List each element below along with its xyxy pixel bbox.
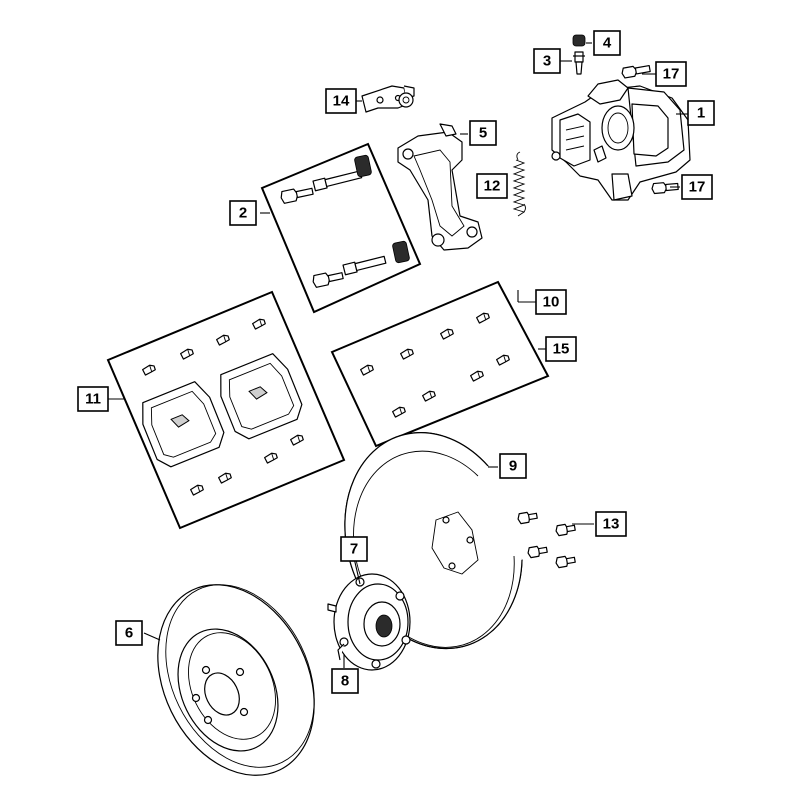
callout-4: 4	[593, 30, 621, 56]
callout-label: 17	[663, 66, 680, 83]
callout-6: 6	[115, 620, 143, 646]
callout-label: 7	[350, 541, 358, 558]
callout-1: 1	[687, 100, 715, 126]
callout-label: 13	[603, 516, 620, 533]
callout-label: 10	[543, 294, 560, 311]
anti-rattle-spring	[512, 151, 526, 217]
callout-12: 12	[476, 173, 508, 199]
brake-hose-bracket	[361, 85, 415, 113]
caliper-bolt-upper	[621, 64, 651, 79]
callout-label: 1	[697, 105, 705, 122]
callout-label: 14	[333, 93, 350, 110]
callout-3: 3	[533, 48, 561, 74]
callout-label: 9	[509, 458, 517, 475]
callout-label: 2	[239, 205, 247, 222]
callout-14: 14	[325, 88, 357, 114]
caliper-adapter-bracket	[397, 123, 483, 251]
callout-label: 17	[689, 179, 706, 196]
callout-5: 5	[469, 120, 497, 146]
callout-7: 7	[340, 536, 368, 562]
callout-label: 6	[125, 625, 133, 642]
brake-pad-kit-frame	[106, 290, 346, 530]
guide-pin-kit-frame	[260, 142, 422, 314]
caliper-bolt-lower	[651, 182, 679, 195]
callout-11: 11	[77, 386, 109, 412]
callout-label: 3	[543, 53, 551, 70]
callout-17-lower: 17	[681, 174, 713, 200]
callout-8: 8	[331, 668, 359, 694]
clip-kit-frame	[330, 280, 550, 448]
bleeder-cap	[572, 34, 586, 47]
wheel-hub-bearing	[327, 573, 411, 671]
callout-label: 8	[341, 673, 349, 690]
callout-15: 15	[545, 336, 577, 362]
callout-label: 5	[479, 125, 487, 142]
callout-label: 15	[553, 341, 570, 358]
callout-13: 13	[595, 511, 627, 537]
callout-10: 10	[535, 289, 567, 315]
bleeder-screw	[573, 51, 585, 75]
callout-9: 9	[499, 453, 527, 479]
callout-2: 2	[229, 200, 257, 226]
callout-label: 12	[484, 178, 501, 195]
brake-caliper	[551, 79, 691, 201]
splash-shield-bolts	[516, 510, 577, 569]
callout-label: 4	[603, 35, 612, 52]
brake-rotor	[157, 584, 315, 776]
callout-17-upper: 17	[655, 61, 687, 87]
callout-label: 11	[85, 391, 101, 408]
